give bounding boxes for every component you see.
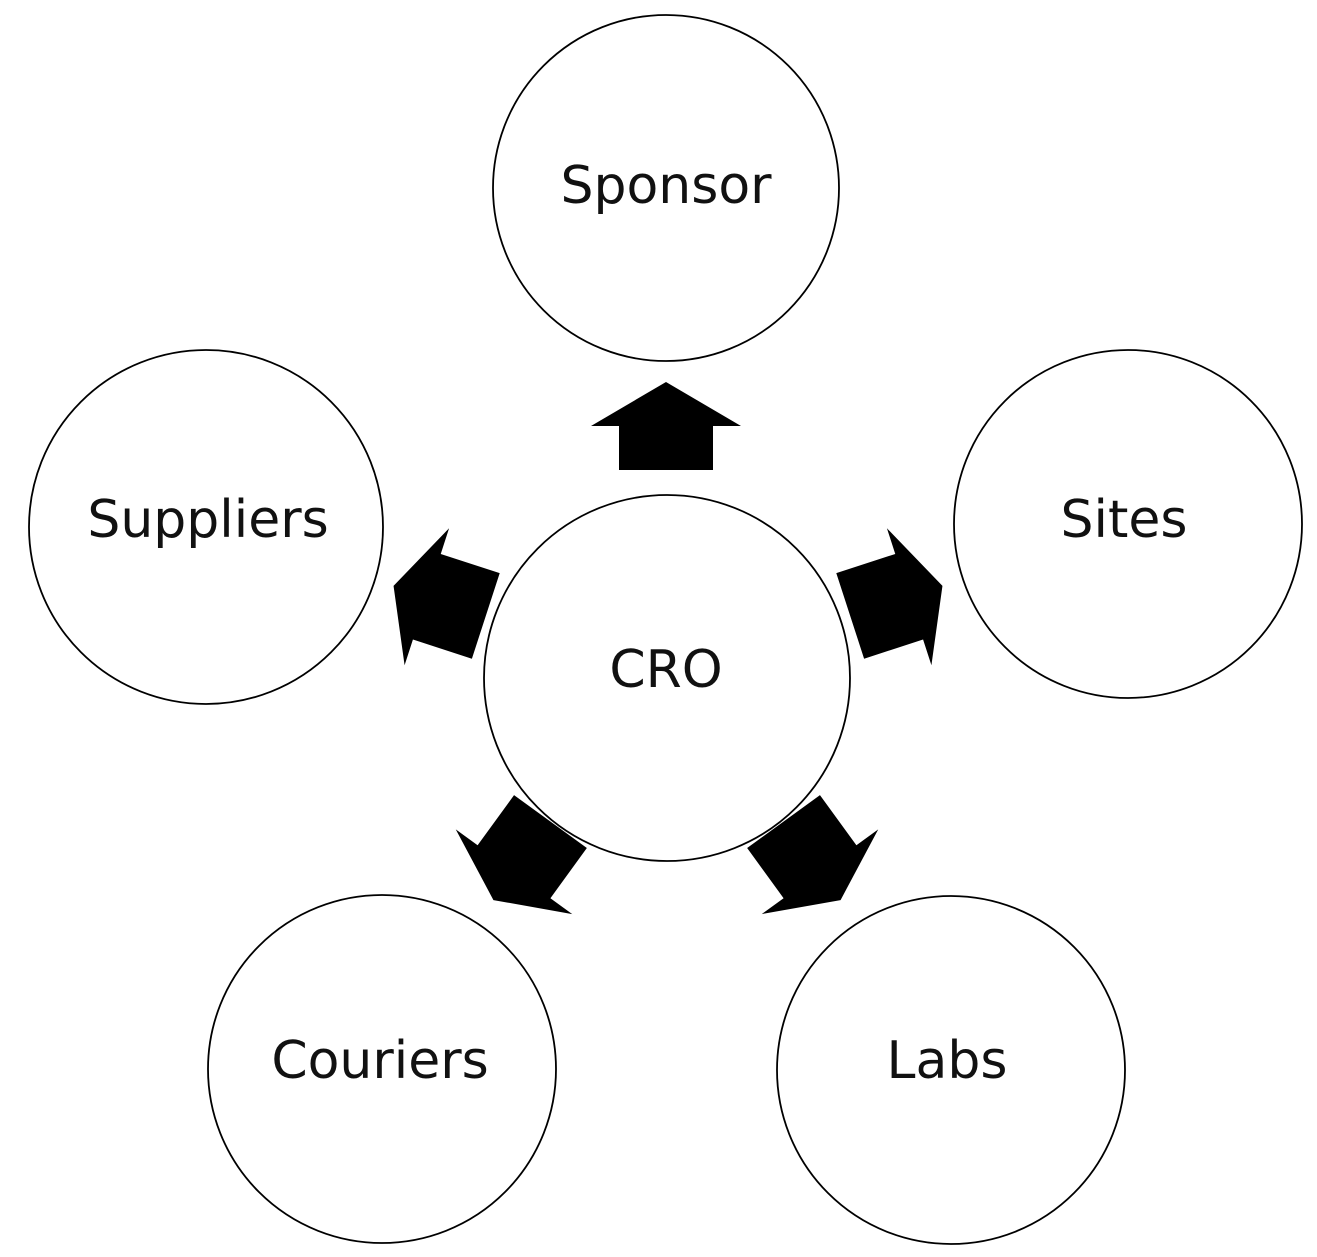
node-sites-circle <box>953 349 1303 699</box>
arrow-to-couriers <box>455 795 587 915</box>
node-sites: Sites <box>953 349 1303 699</box>
node-suppliers: Suppliers <box>28 349 384 705</box>
arrows <box>393 382 943 915</box>
node-suppliers-label: Suppliers <box>87 490 328 550</box>
arrow-to-labs <box>747 795 879 915</box>
node-cro: CRO <box>483 494 851 862</box>
arrow-to-sites <box>836 528 943 666</box>
node-couriers-circle <box>207 894 557 1244</box>
node-cro-circle <box>483 494 851 862</box>
node-labs: Labs <box>776 895 1126 1245</box>
node-suppliers-circle <box>28 349 384 705</box>
arrow-to-sponsor <box>591 382 741 470</box>
node-labs-label: Labs <box>887 1031 1008 1091</box>
arrow-to-suppliers <box>393 528 500 666</box>
node-labs-circle <box>776 895 1126 1245</box>
node-sponsor: Sponsor <box>492 14 840 362</box>
node-sites-label: Sites <box>1061 490 1188 550</box>
node-couriers-label: Couriers <box>271 1031 488 1091</box>
node-sponsor-circle <box>492 14 840 362</box>
node-cro-label: CRO <box>609 640 722 700</box>
node-couriers: Couriers <box>207 894 557 1244</box>
node-sponsor-label: Sponsor <box>560 156 772 216</box>
